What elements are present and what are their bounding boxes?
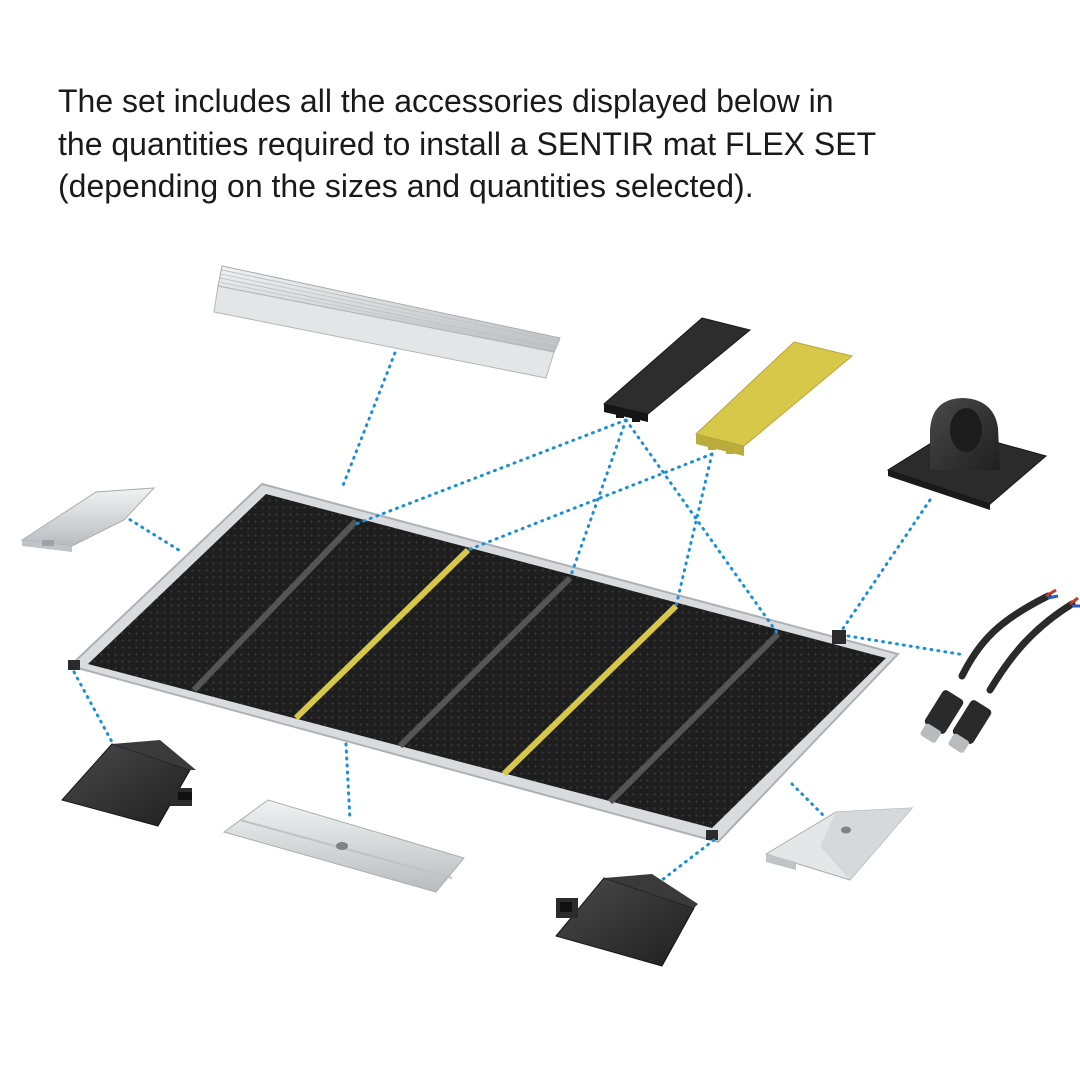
divider-strip: [191, 518, 359, 693]
mat-cable-socket: [832, 630, 846, 644]
leader-line-corner-profile: [122, 514, 184, 554]
ribbed-aluminium-profile-icon: [213, 265, 561, 379]
divider-strip: [397, 575, 573, 749]
yellow-strip-icon: [694, 341, 854, 456]
end-plate-icon: [764, 807, 914, 881]
leader-line-yellow-strip: [674, 452, 714, 608]
leader-line-edge-profile: [344, 742, 352, 822]
leader-line-long-profile: [340, 338, 402, 490]
cable-connector-icon: [920, 588, 1080, 753]
corner-piece-icon: [555, 874, 698, 967]
leader-line-black-strip: [624, 418, 780, 636]
yellow-divider-strip: [501, 603, 679, 777]
leader-line-black-strip: [354, 418, 628, 526]
leader-line-black-strip: [568, 418, 628, 580]
yellow-divider-strip: [293, 547, 471, 721]
set-description-text: The set includes all the accessories dis…: [58, 83, 877, 205]
leader-lines: [72, 338, 967, 882]
leader-line-yellow-strip: [466, 452, 714, 552]
edge-profile-icon: [222, 799, 465, 893]
corner-piece-icon: [61, 740, 196, 827]
corner-profile-icon: [20, 487, 156, 552]
black-strip-icon: [602, 317, 752, 422]
leader-line-corner-piece: [72, 670, 114, 744]
leader-line-cable-outlet: [840, 498, 932, 632]
mat-corner-cap: [706, 830, 718, 840]
divider-strip: [607, 631, 781, 805]
leader-line-corner-piece: [660, 838, 716, 882]
leader-line-end-plate: [790, 782, 828, 820]
mat-corner-cap: [68, 660, 80, 670]
leader-line-cable: [846, 634, 967, 657]
safety-mat: [68, 482, 900, 844]
cable-outlet-icon: [886, 398, 1048, 510]
